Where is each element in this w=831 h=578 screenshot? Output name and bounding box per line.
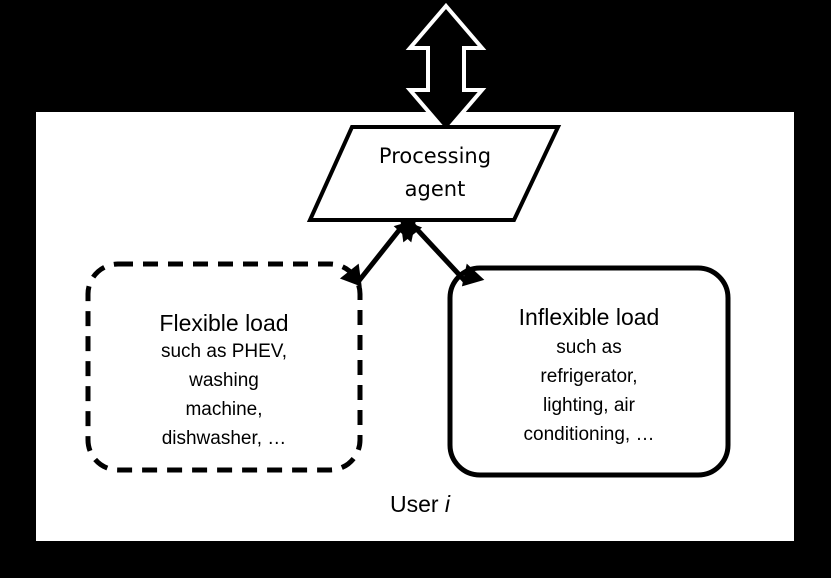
inflexible-load-title: Inflexible load [518,304,660,330]
user-index-text: i [444,491,451,517]
flexible-load-body: such as PHEV, washing machine, dishwashe… [160,341,288,449]
user-caption: User i [315,493,525,516]
flexible-load-title: Flexible load [159,310,289,336]
inflexible-load-body: such as refrigerator, lighting, air cond… [523,337,655,445]
user-prefix-text: User [389,491,439,517]
processing-agent-label: Processing agent [378,144,492,201]
